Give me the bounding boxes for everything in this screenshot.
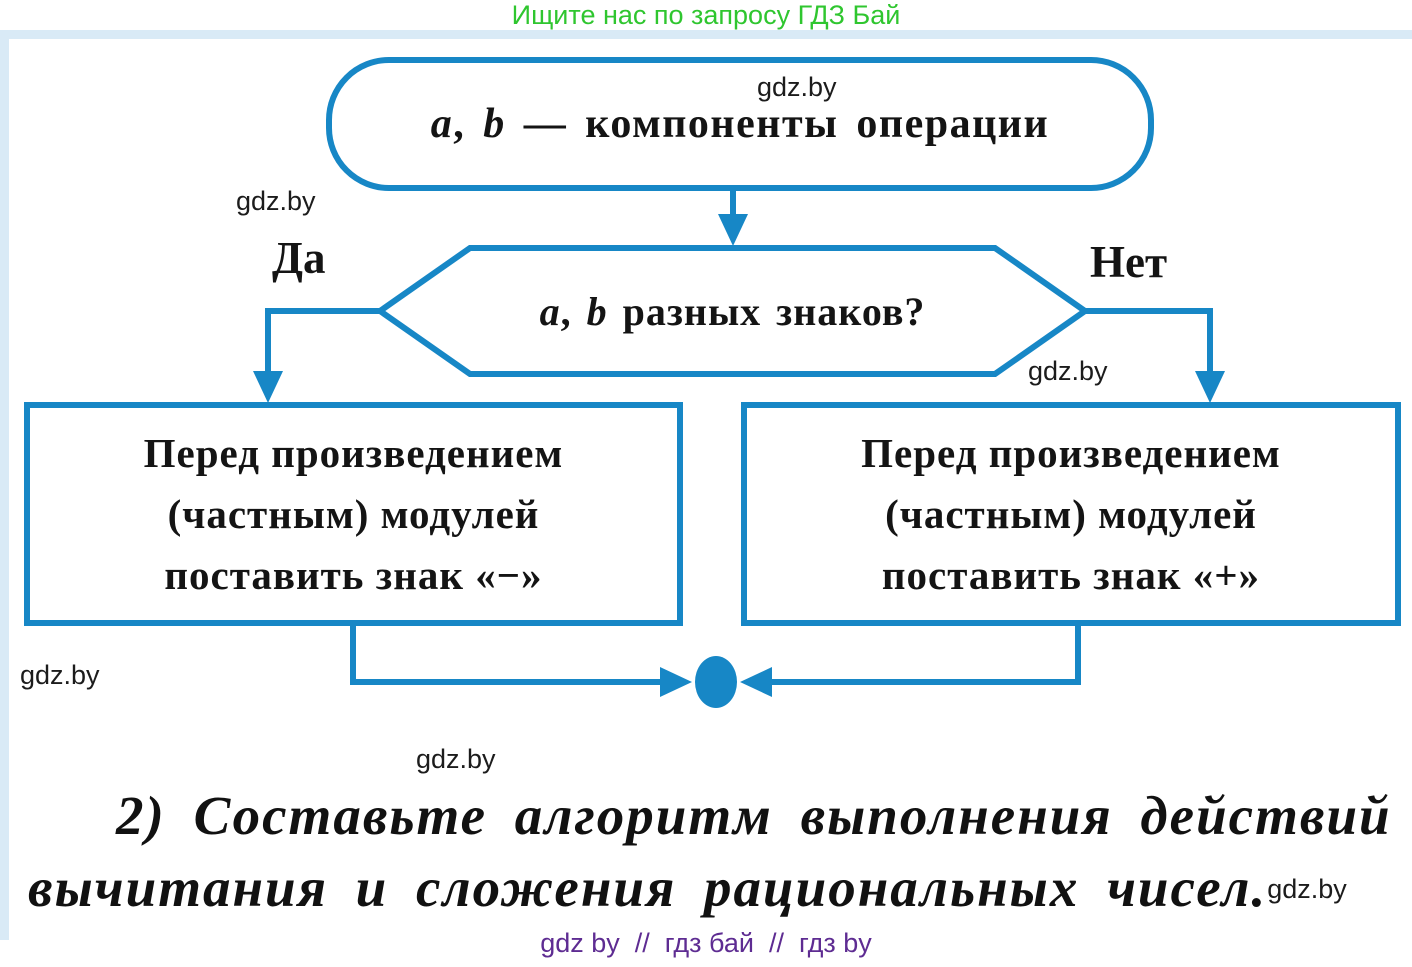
process-no-line2: (частным) модулей bbox=[885, 490, 1257, 537]
merge-right-head bbox=[740, 667, 772, 697]
process-yes-line3: поставить знак «−» bbox=[164, 551, 543, 598]
arrow-no-branch-head bbox=[1195, 371, 1225, 403]
footer-text: gdz by // гдз бай // гдз by bbox=[540, 928, 872, 958]
promo-text: Ищите нас по запросу ГДЗ Бай bbox=[511, 0, 901, 30]
start-var-a: a bbox=[430, 101, 454, 147]
process-no-line1: Перед произведением bbox=[861, 429, 1281, 476]
decision-label: a, b разных знаков? bbox=[470, 248, 995, 374]
page-frame-top bbox=[0, 30, 1412, 39]
start-var-b: b bbox=[483, 101, 506, 147]
start-terminator-label: a, b — компоненты операции bbox=[329, 60, 1151, 188]
decision-var-a: a bbox=[539, 288, 561, 334]
arrow-yes-branch-shaft bbox=[265, 308, 380, 375]
process-box-yes-label: Перед произведением (частным) модулей по… bbox=[27, 405, 680, 623]
branch-label-yes: Да bbox=[272, 233, 326, 283]
task-statement: 2) Составьте алгоритм выполнения действи… bbox=[28, 780, 1412, 925]
merge-left-shaft bbox=[350, 623, 662, 685]
process-yes-line2: (частным) модулей bbox=[167, 490, 540, 537]
task-line2-text: вычитания и сложения рациональных чисел. bbox=[28, 857, 1268, 918]
arrow-yes-branch-head bbox=[253, 371, 283, 403]
task-line2: вычитания и сложения рациональных чисел.… bbox=[28, 852, 1412, 925]
watermark-right-of-decision: gdz.by bbox=[1028, 356, 1108, 386]
start-label-rest: — компоненты операции bbox=[505, 101, 1050, 147]
start-separator: , bbox=[453, 101, 484, 147]
merge-right-shaft bbox=[770, 623, 1081, 685]
watermark-bottom-left: gdz.by bbox=[20, 660, 100, 690]
decision-separator: , bbox=[560, 288, 587, 334]
merge-left-head bbox=[660, 667, 692, 697]
process-no-line3: поставить знак «+» bbox=[881, 551, 1261, 598]
page-frame-left bbox=[0, 39, 9, 940]
process-box-no-label: Перед произведением (частным) модулей по… bbox=[744, 405, 1398, 623]
decision-label-rest: разных знаков? bbox=[607, 288, 926, 334]
decision-var-b: b bbox=[586, 288, 608, 334]
watermark-task-end: gdz.by bbox=[1267, 874, 1347, 904]
task-line1: 2) Составьте алгоритм выполнения действи… bbox=[116, 785, 1392, 846]
watermark-terminator: gdz.by bbox=[757, 72, 837, 102]
process-yes-line1: Перед произведением bbox=[143, 429, 564, 476]
branch-label-no: Нет bbox=[1090, 237, 1168, 287]
merge-circle bbox=[695, 656, 737, 708]
arrow-start-to-decision-head bbox=[718, 214, 748, 246]
watermark-left-of-decision: gdz.by bbox=[236, 186, 316, 216]
watermark-middle: gdz.by bbox=[416, 744, 496, 774]
